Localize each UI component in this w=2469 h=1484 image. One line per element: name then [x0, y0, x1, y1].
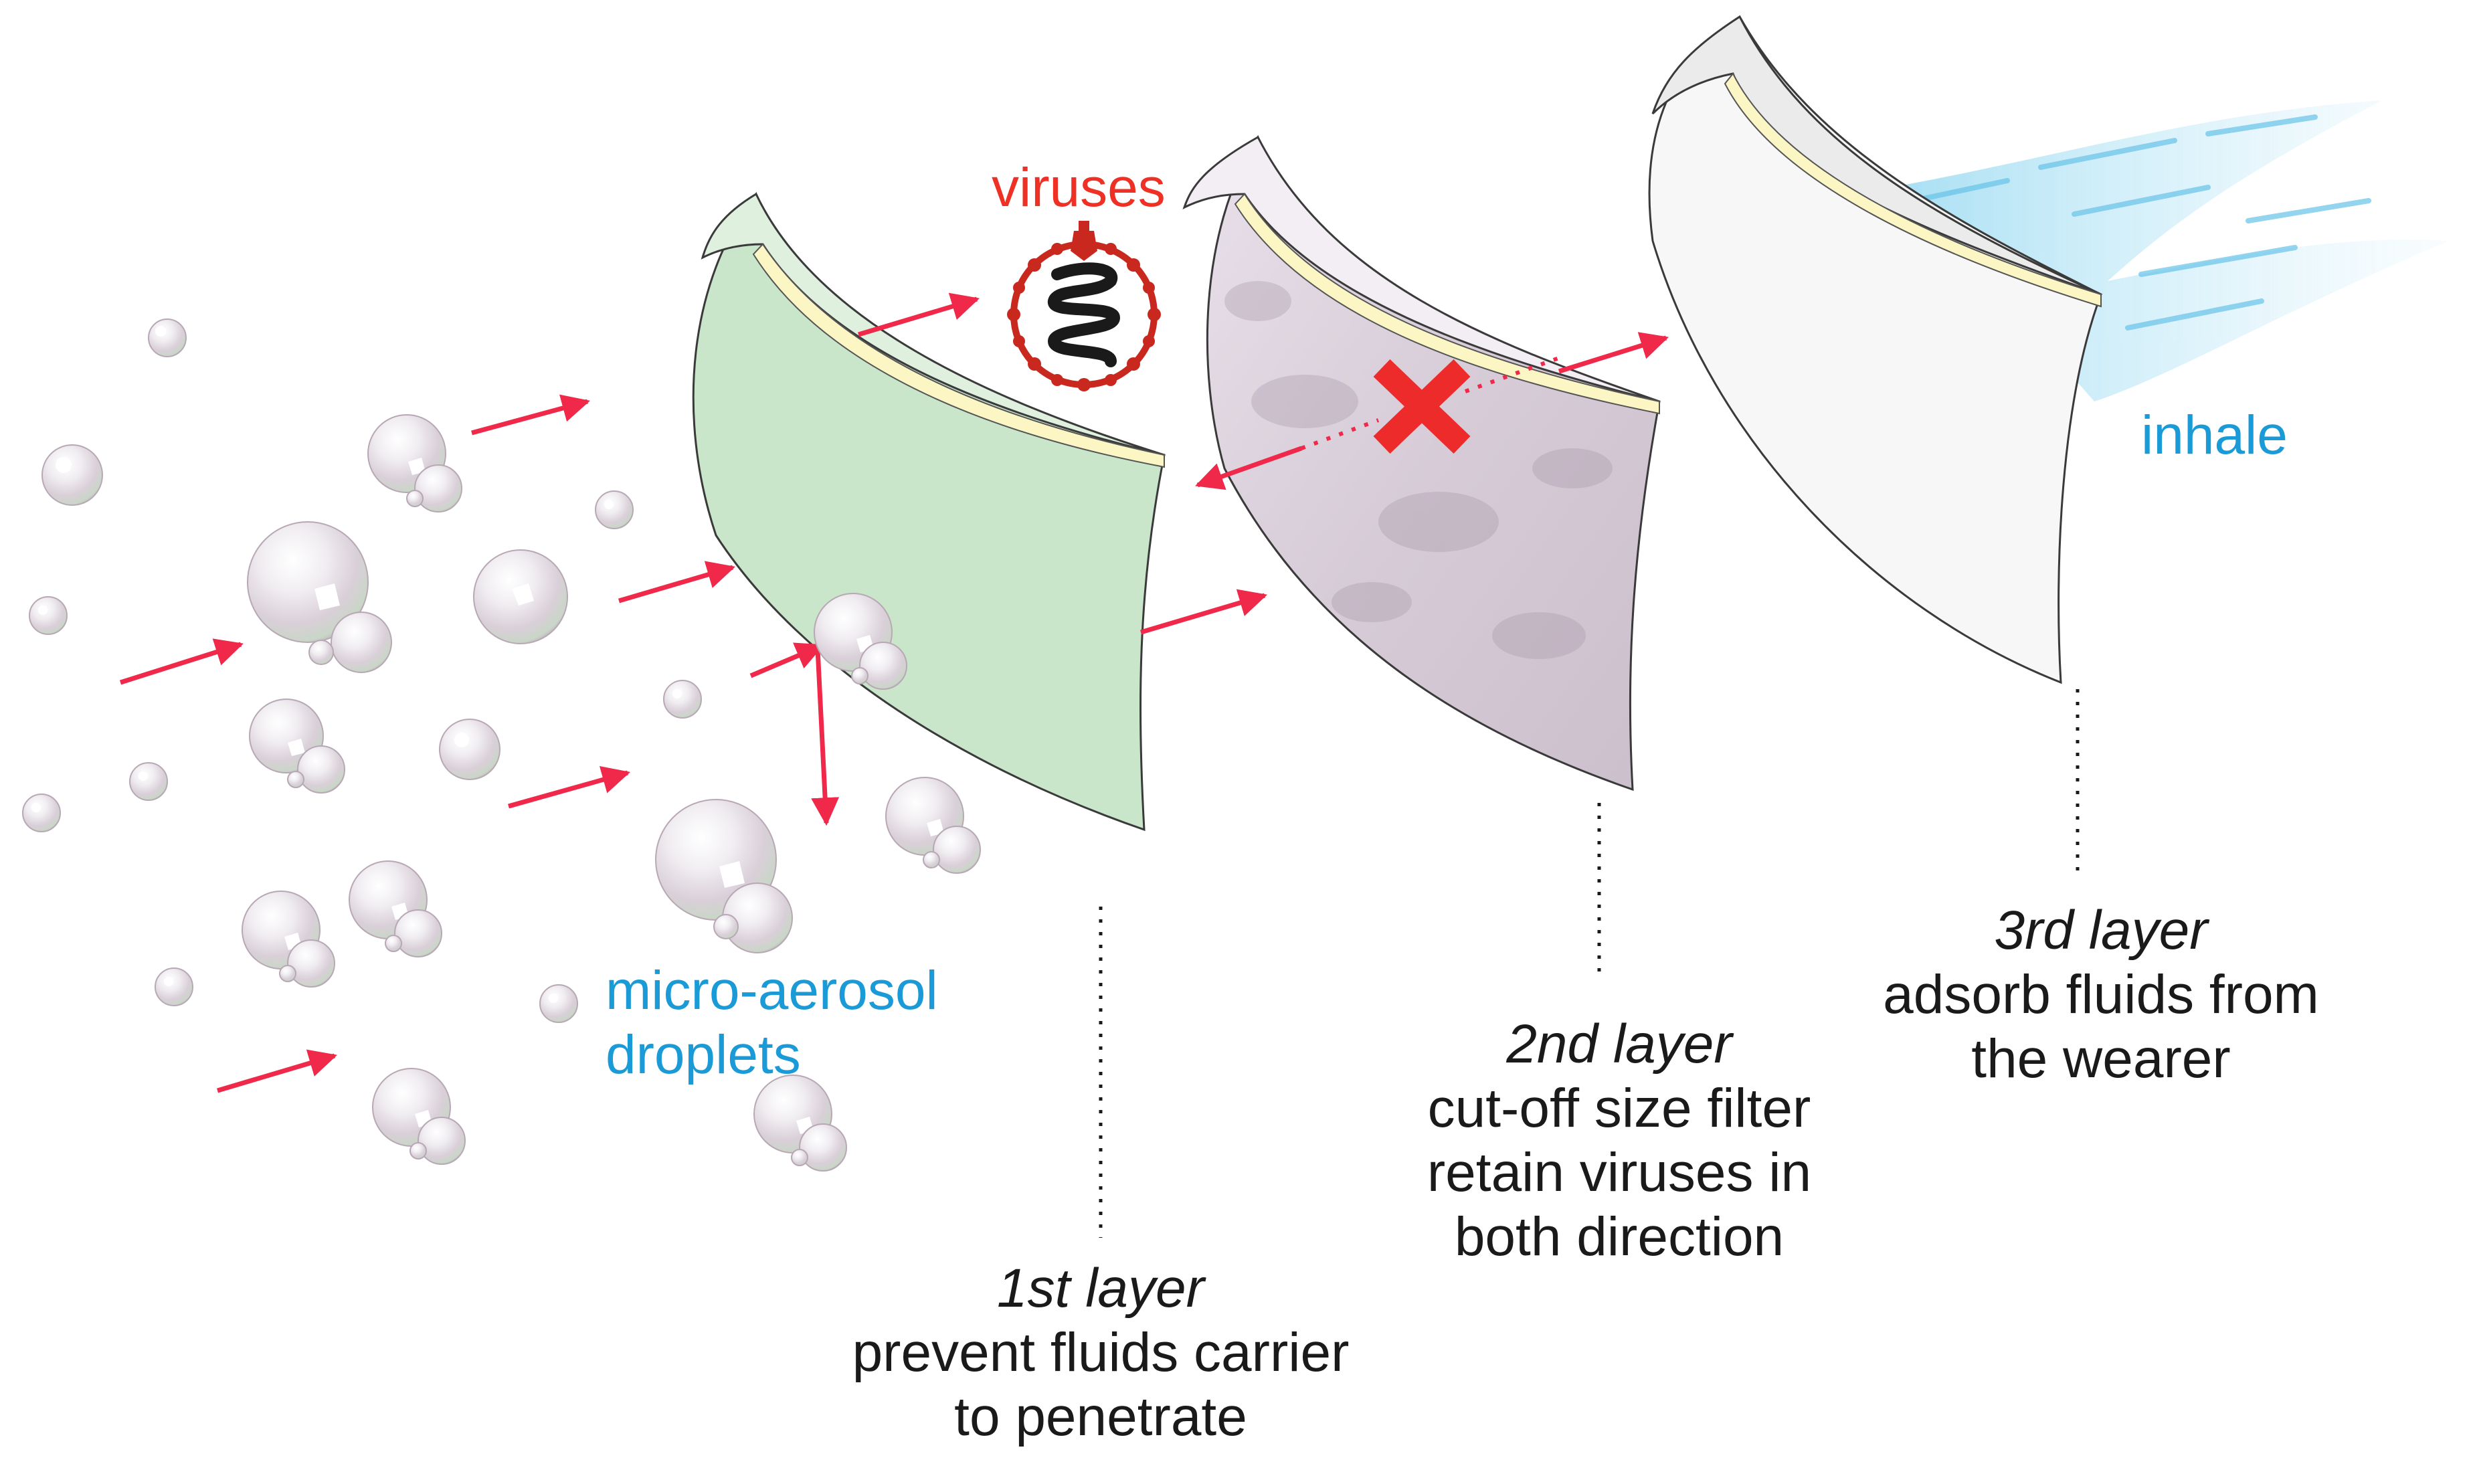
layer-3-desc-2: the wearer	[1971, 1028, 2231, 1089]
droplets-label-line-2: droplets	[606, 1024, 801, 1085]
droplets-label: micro-aerosol droplets	[606, 963, 938, 1083]
arrow	[119, 638, 244, 685]
droplets-label-line-1: micro-aerosol	[606, 960, 938, 1021]
arrow	[749, 642, 824, 678]
flow-arrows	[119, 292, 1669, 1093]
first-layer-sheet	[692, 191, 1166, 832]
filtered-path-dotted	[1300, 356, 1560, 450]
layer-3-title: 3rd layer	[1994, 900, 2208, 961]
viruses-label: viruses	[992, 157, 1166, 218]
layer-2-title: 2nd layer	[1506, 1014, 1732, 1075]
droplet	[155, 967, 193, 1006]
leader-lines	[1099, 689, 2080, 1238]
droplet	[247, 521, 392, 673]
droplet	[473, 549, 568, 644]
virus-illustration	[1007, 221, 1161, 391]
droplet	[753, 1075, 847, 1172]
droplet	[41, 444, 103, 506]
droplet	[242, 891, 335, 988]
droplet	[885, 777, 981, 874]
arrow	[508, 766, 631, 809]
droplet	[814, 593, 907, 690]
layer-2-desc-3: both direction	[1454, 1206, 1785, 1267]
droplet	[22, 794, 61, 832]
layer-2-desc-2: retain viruses in	[1427, 1142, 1812, 1203]
layer-2-desc-1: cut-off size filter	[1427, 1078, 1811, 1139]
arrow	[1195, 446, 1303, 490]
blocked-x-mark	[1373, 359, 1471, 454]
arrow	[857, 292, 980, 337]
layer-1-desc-2: to penetrate	[954, 1386, 1247, 1447]
third-layer-sheet	[1648, 15, 2102, 684]
layer-3-label: 3rd layer adsorb fluids from the wearer	[1807, 903, 2395, 1087]
layer-1-title: 1st layer	[997, 1258, 1204, 1319]
inhale-airflow	[1807, 100, 2449, 401]
inhale-label: inhale	[2141, 405, 2288, 466]
droplet	[148, 318, 187, 357]
droplet	[249, 699, 345, 794]
droplet	[372, 1068, 466, 1165]
droplet	[129, 762, 168, 801]
layer-3-desc-1: adsorb fluids from	[1883, 964, 2319, 1025]
arrow	[1140, 589, 1268, 635]
droplets	[22, 318, 981, 1172]
layer-1-desc-1: prevent fluids carrier	[852, 1322, 1350, 1383]
arrow	[471, 394, 591, 436]
droplet	[655, 799, 793, 953]
arrow	[811, 648, 840, 826]
layer-1-label: 1st layer prevent fluids carrier to pene…	[816, 1261, 1385, 1445]
arrow	[1558, 332, 1669, 374]
droplet	[663, 680, 702, 719]
arrow	[618, 561, 736, 604]
droplet	[29, 596, 68, 635]
droplet	[595, 490, 634, 529]
droplet	[367, 414, 462, 513]
arrow	[217, 1049, 338, 1093]
droplet	[539, 984, 578, 1023]
droplet	[439, 719, 500, 780]
layer-2-label: 2nd layer cut-off size filter retain vir…	[1358, 1017, 1880, 1265]
second-layer-sheet	[1182, 134, 1661, 792]
droplet	[349, 860, 442, 957]
